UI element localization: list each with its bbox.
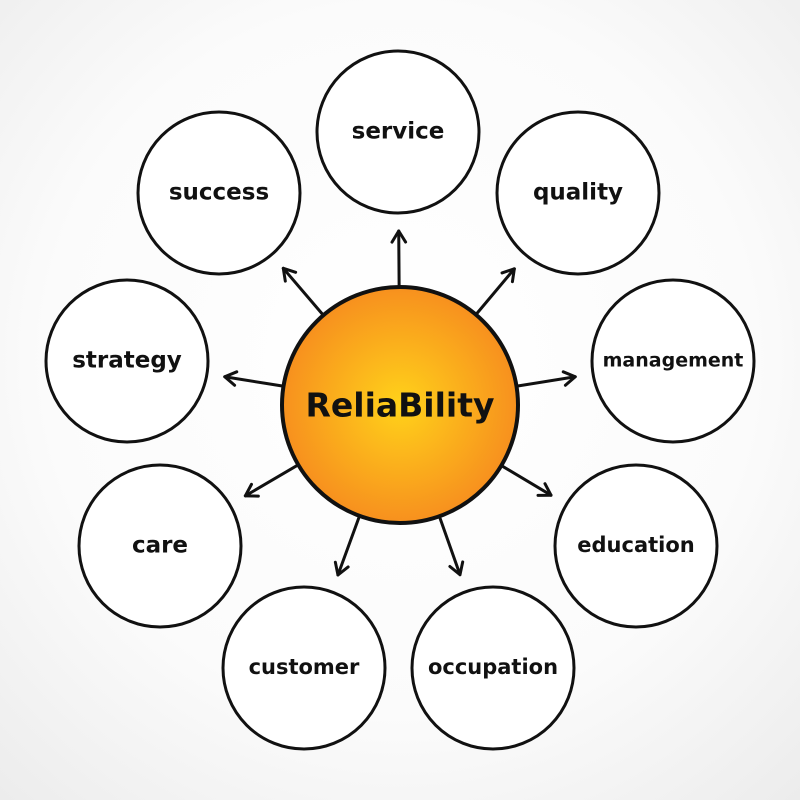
- node-circle: [44, 278, 210, 444]
- arrow-head-management: [561, 370, 577, 387]
- arrow-line-strategy: [223, 375, 284, 388]
- node-education: education: [553, 463, 719, 629]
- node-circle: [315, 49, 481, 215]
- node-label: quality: [533, 180, 623, 206]
- arrow-head-service: [390, 229, 408, 244]
- arrow-line-occupation: [438, 516, 462, 577]
- arrow-head-education: [536, 482, 553, 497]
- node-care: care: [77, 463, 243, 629]
- node-label: education: [577, 533, 694, 557]
- node-label: success: [169, 180, 269, 206]
- center-label: ReliaBility: [305, 386, 494, 425]
- node-strategy: strategy: [44, 278, 210, 444]
- node-customer: customer: [221, 585, 387, 751]
- arrow-line-education: [501, 465, 553, 497]
- node-service: service: [315, 49, 481, 215]
- arrow-line-quality: [475, 267, 516, 315]
- node-label: occupation: [428, 655, 558, 679]
- arrow-head-success: [281, 266, 298, 283]
- node-circle: [77, 463, 243, 629]
- arrow-line-customer: [336, 516, 361, 577]
- center-node: ReliaBility: [280, 285, 520, 525]
- node-circle: [590, 278, 756, 444]
- center-circle: [280, 285, 520, 525]
- node-quality: quality: [495, 110, 661, 276]
- node-circle: [553, 463, 719, 629]
- node-management: management: [590, 278, 756, 444]
- node-label: management: [603, 350, 744, 372]
- node-label: customer: [249, 655, 360, 679]
- node-label: care: [132, 533, 188, 559]
- arrow-line-success: [281, 266, 324, 316]
- connector-arrows: [223, 229, 577, 577]
- node-circle: [410, 585, 576, 751]
- arrow-head-customer: [333, 560, 350, 577]
- node-circle: [136, 110, 302, 276]
- arrow-line-care: [243, 464, 299, 498]
- node-label: service: [352, 119, 445, 145]
- arrow-head-quality: [500, 267, 516, 284]
- node-circle: [495, 110, 661, 276]
- arrow-head-occupation: [448, 560, 465, 577]
- arrow-head-strategy: [223, 370, 239, 387]
- node-circle: [221, 585, 387, 751]
- node-label: strategy: [72, 348, 182, 374]
- arrow-head-care: [243, 482, 260, 498]
- arrow-line-management: [516, 375, 577, 388]
- node-occupation: occupation: [410, 585, 576, 751]
- node-success: success: [136, 110, 302, 276]
